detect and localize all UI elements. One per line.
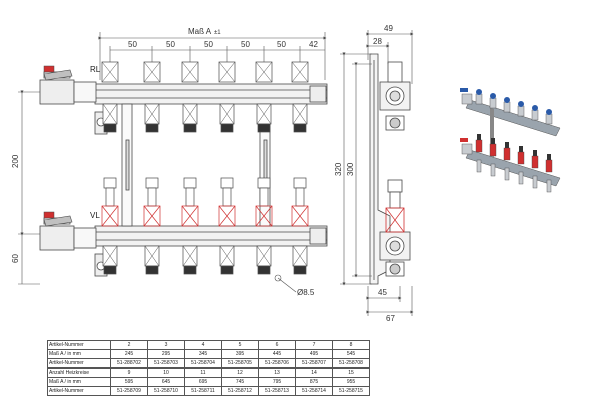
table-cell: 51-258714 [295, 386, 333, 396]
table-row: Maß A / in mm 245 295 345 395 445 495 54… [47, 349, 370, 359]
table-header-cell: Artikel-Nummer [47, 340, 111, 350]
spacing-dim: 50 [204, 40, 213, 49]
table-cell: 345 [184, 349, 222, 359]
table-cell: 5 [221, 340, 259, 350]
table-row: Artikel-Nummer 51-258709 51-258710 51-25… [47, 386, 370, 396]
mass-a-label: Maß A [188, 27, 212, 36]
table-header-cell: Maß A / in mm [47, 349, 111, 359]
table-cell: 445 [258, 349, 296, 359]
table-cell: 51-258715 [332, 386, 370, 396]
table-cell: 51-258710 [147, 386, 185, 396]
table-header-cell: Artikel-Nummer [47, 358, 111, 368]
table-cell: 795 [258, 377, 296, 387]
manifold-3d-illustration [460, 88, 561, 193]
height-60-dim: 60 [11, 254, 20, 263]
manifold-technical-drawing: Maß A ±1 50 50 50 50 50 42 200 60 [11, 24, 561, 323]
table-row: Artikel-Nummer 51-288702 51-258703 51-25… [47, 358, 370, 368]
table-cell: 645 [147, 377, 185, 387]
table-header-cell: Maß A / in mm [47, 377, 111, 387]
spec-table-1: Artikel-Nummer 2 3 4 5 6 7 8 Maß A / in … [47, 340, 370, 368]
height-200-dim: 200 [11, 154, 20, 168]
rl-label: RL [90, 65, 101, 74]
hole-callout [274, 274, 297, 293]
spacing-dim: 50 [128, 40, 137, 49]
left-dimensions [18, 90, 40, 285]
table-cell: 545 [332, 349, 370, 359]
top-outlets [101, 61, 309, 133]
table-row: Artikel-Nummer 2 3 4 5 6 7 8 [47, 340, 370, 350]
flow-meters [101, 177, 309, 275]
table-row: Maß A / in mm 595 645 695 745 795 875 95… [47, 377, 370, 387]
table-cell: 8 [332, 340, 370, 350]
table-cell: 295 [147, 349, 185, 359]
table-cell: 11 [184, 368, 222, 378]
side-67-dim: 67 [386, 314, 395, 323]
table-header-cell: Anzahl Heizkreise [47, 368, 111, 378]
table-cell: 395 [221, 349, 259, 359]
table-cell: 51-258703 [147, 358, 185, 368]
spacing-dim: 42 [309, 40, 318, 49]
vl-label: VL [90, 211, 100, 220]
mass-a-suffix: ±1 [214, 30, 221, 36]
table-cell: 51-258706 [258, 358, 296, 368]
table-cell: 2 [110, 340, 148, 350]
table-cell: 51-258709 [110, 386, 148, 396]
side-49-dim: 49 [384, 24, 393, 33]
spacing-dim: 50 [277, 40, 286, 49]
table-cell: 51-258704 [184, 358, 222, 368]
table-cell: 10 [147, 368, 185, 378]
table-cell: 4 [184, 340, 222, 350]
side-dimensions [340, 30, 414, 316]
table-cell: 51-288702 [110, 358, 148, 368]
table-cell: 745 [221, 377, 259, 387]
side-view [369, 53, 411, 285]
table-cell: 875 [295, 377, 333, 387]
table-cell: 955 [332, 377, 370, 387]
table-header-cell: Artikel-Nummer [47, 386, 111, 396]
table-row: Anzahl Heizkreise 9 10 11 12 13 14 15 [47, 368, 370, 378]
table-cell: 495 [295, 349, 333, 359]
table-cell: 9 [110, 368, 148, 378]
table-cell: 51-258713 [258, 386, 296, 396]
table-cell: 6 [258, 340, 296, 350]
table-cell: 14 [295, 368, 333, 378]
table-cell: 595 [110, 377, 148, 387]
side-45-dim: 45 [378, 288, 387, 297]
table-cell: 12 [221, 368, 259, 378]
side-320-dim: 320 [334, 162, 343, 176]
table-cell: 7 [295, 340, 333, 350]
table-cell: 51-258708 [332, 358, 370, 368]
hole-dim: Ø8.5 [297, 288, 315, 297]
side-300-dim: 300 [346, 162, 355, 176]
spec-table-2: Anzahl Heizkreise 9 10 11 12 13 14 15 Ma… [47, 368, 370, 396]
table-cell: 245 [110, 349, 148, 359]
front-view [39, 71, 328, 277]
table-cell: 3 [147, 340, 185, 350]
top-dimensions [98, 32, 327, 80]
side-28-dim: 28 [373, 37, 382, 46]
valve-handles [43, 65, 73, 227]
table-cell: 15 [332, 368, 370, 378]
table-cell: 51-258712 [221, 386, 259, 396]
table-cell: 51-258707 [295, 358, 333, 368]
table-cell: 51-258711 [184, 386, 222, 396]
spacing-dim: 50 [166, 40, 175, 49]
table-cell: 13 [258, 368, 296, 378]
table-cell: 695 [184, 377, 222, 387]
spacing-dim: 50 [241, 40, 250, 49]
table-cell: 51-258705 [221, 358, 259, 368]
